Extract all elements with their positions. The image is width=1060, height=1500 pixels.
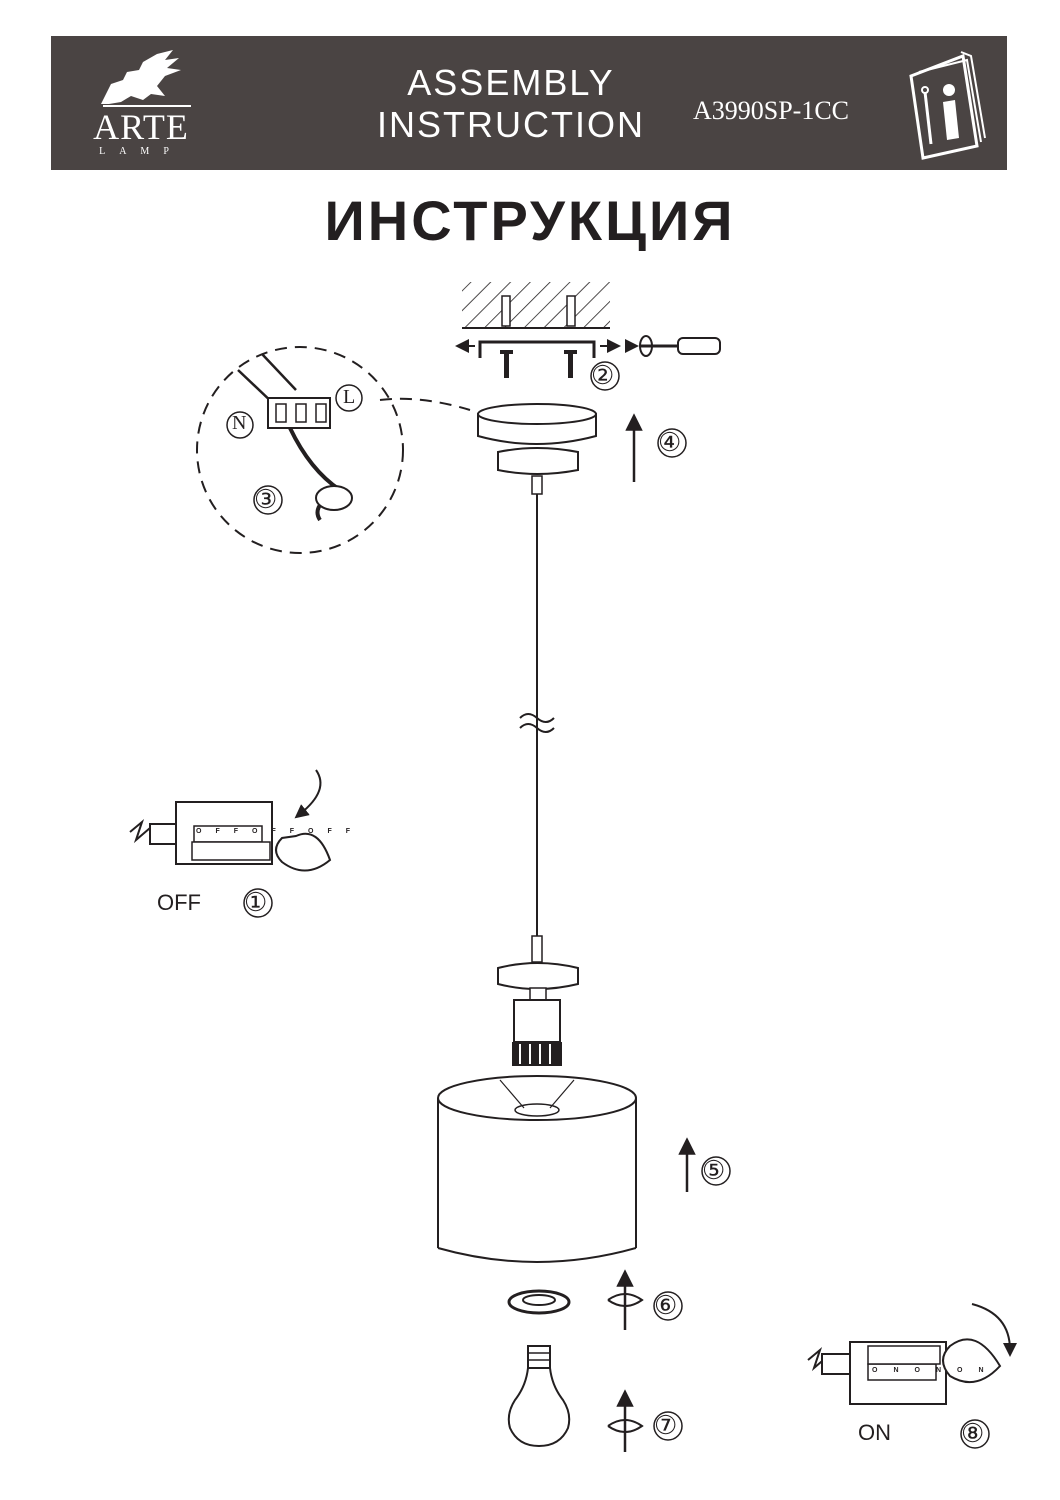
shade-ring [507,1289,571,1315]
lamp-shade [437,1075,696,1263]
title-line-2: INSTRUCTION [377,104,645,145]
screw-icon [500,350,513,378]
page-heading: ИНСТРУКЦИЯ [324,189,736,252]
bulb-icon [507,1345,571,1448]
canopy [477,403,643,495]
manual-info-icon [909,51,986,160]
hand-icon [942,1338,1002,1384]
off-label: OFF [157,890,201,915]
step-3-marker: ③ [254,484,278,514]
model-number: A3990SP-1CC [692,96,850,125]
brand-subtitle: LAMP [99,146,183,157]
title-line-1: ASSEMBLY [407,62,615,103]
step-2-marker: ② [591,360,615,390]
step-7-marker: ⑦ [654,1410,678,1440]
wire-label-neutral: N [232,412,247,434]
step-1-marker: ① [244,887,268,917]
brand-name: ARTE [93,107,189,147]
screw-icon [564,350,577,378]
header-bar: ARTE LAMP ASSEMBLY INSTRUCTION A3990SP-1… [51,36,1007,170]
rotate-icon [607,1269,644,1330]
step-8-marker: ⑧ [961,1418,985,1448]
step-5-marker: ⑤ [702,1155,726,1185]
rotate-icon [607,1389,644,1452]
breaker-off-illustration [129,769,332,918]
hand-icon [275,832,332,872]
breaker-on-illustration [807,1303,1017,1449]
lamp-socket [497,935,579,1066]
step-4-marker: ④ [658,427,682,457]
griffin-logo-icon [101,50,191,107]
step-6-marker: ⑥ [654,1290,678,1320]
screwdriver-icon [625,335,721,357]
wiring-detail [196,346,471,554]
document-title: ASSEMBLY INSTRUCTION [351,62,671,146]
wire-label-live: L [343,386,356,408]
on-label: ON [858,1420,891,1445]
switch-off-text: OFFOFFOFF [196,828,364,835]
ceiling-mount [455,282,721,378]
switch-on-text: ONONON [872,1367,1000,1374]
